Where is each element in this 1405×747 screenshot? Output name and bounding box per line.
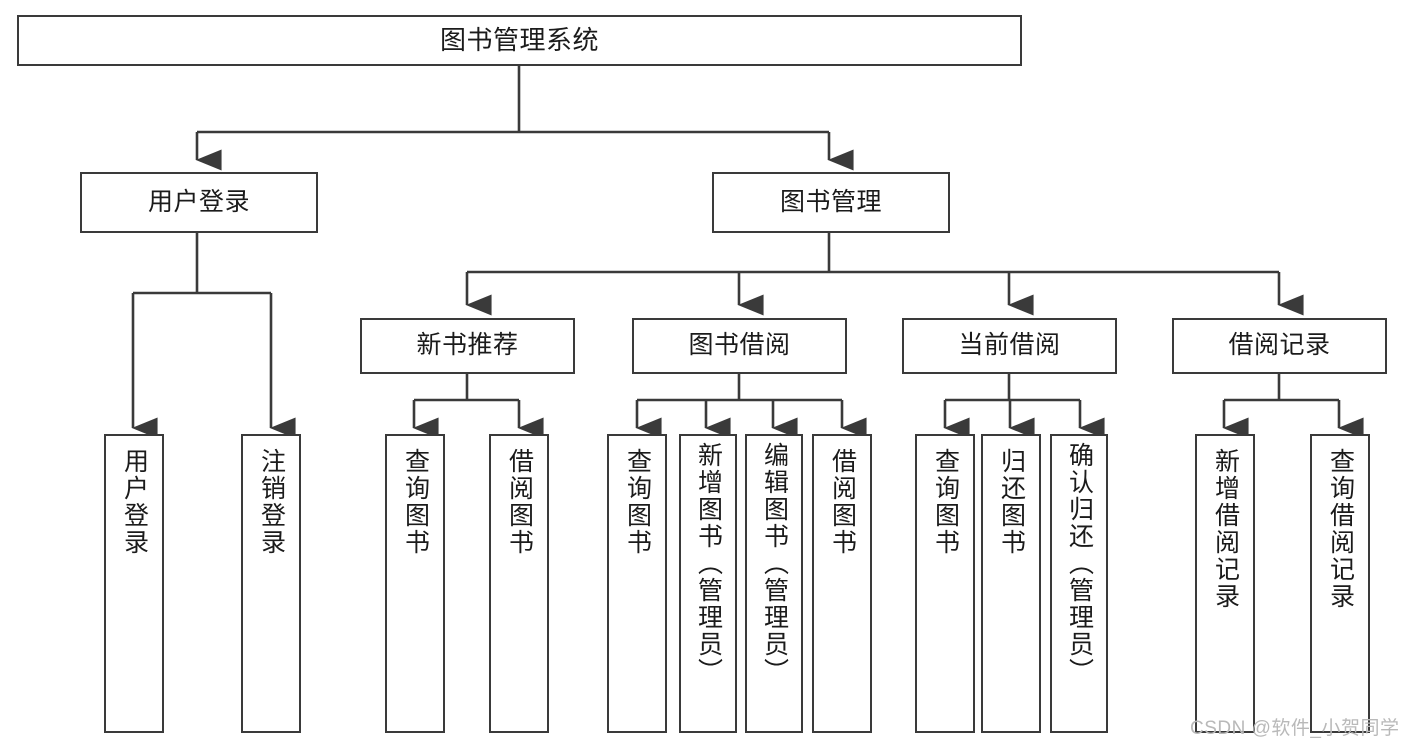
node-leaf-logout-login[interactable]: 注销登录 <box>241 434 301 733</box>
node-root-label: 图书管理系统 <box>439 25 599 56</box>
node-book-borrow-label: 图书借阅 <box>688 331 791 360</box>
node-root[interactable]: 图书管理系统 <box>17 15 1022 66</box>
node-borrow-record-label: 借阅记录 <box>1228 331 1331 360</box>
node-leaf-return-book-label: 归还图书 <box>997 448 1026 556</box>
node-current-borrow-label: 当前借阅 <box>958 331 1061 360</box>
node-leaf-query-book-3[interactable]: 查询图书 <box>915 434 975 733</box>
node-book-manage[interactable]: 图书管理 <box>712 172 950 233</box>
node-leaf-query-book-1-label: 查询图书 <box>401 448 430 556</box>
node-leaf-edit-book[interactable]: 编辑图书（管理员） <box>745 434 803 733</box>
node-leaf-borrow-book-1[interactable]: 借阅图书 <box>489 434 549 733</box>
node-leaf-query-borrow-record[interactable]: 查询借阅记录 <box>1310 434 1370 733</box>
node-leaf-borrow-book-1-label: 借阅图书 <box>505 448 534 556</box>
node-new-book-recommend-label: 新书推荐 <box>416 331 519 360</box>
node-current-borrow[interactable]: 当前借阅 <box>902 318 1117 374</box>
node-borrow-record[interactable]: 借阅记录 <box>1172 318 1387 374</box>
node-leaf-confirm-return[interactable]: 确认归还（管理员） <box>1050 434 1108 733</box>
node-user-login-label: 用户登录 <box>147 187 250 216</box>
node-leaf-add-book-label: 新增图书（管理员） <box>694 442 723 685</box>
node-leaf-query-borrow-record-label: 查询借阅记录 <box>1326 448 1355 610</box>
node-leaf-borrow-book-2[interactable]: 借阅图书 <box>812 434 872 733</box>
node-new-book-recommend[interactable]: 新书推荐 <box>360 318 575 374</box>
node-leaf-query-book-3-label: 查询图书 <box>931 448 960 556</box>
node-leaf-query-book-2[interactable]: 查询图书 <box>607 434 667 733</box>
node-leaf-borrow-book-2-label: 借阅图书 <box>828 448 857 556</box>
node-leaf-return-book[interactable]: 归还图书 <box>981 434 1041 733</box>
node-leaf-user-login-label: 用户登录 <box>120 448 149 556</box>
node-leaf-confirm-return-label: 确认归还（管理员） <box>1065 442 1094 685</box>
node-book-manage-label: 图书管理 <box>779 187 882 216</box>
node-user-login[interactable]: 用户登录 <box>80 172 318 233</box>
node-leaf-query-book-2-label: 查询图书 <box>623 448 652 556</box>
node-leaf-user-login[interactable]: 用户登录 <box>104 434 164 733</box>
node-leaf-add-book[interactable]: 新增图书（管理员） <box>679 434 737 733</box>
node-leaf-add-borrow-record-label: 新增借阅记录 <box>1211 448 1240 610</box>
node-book-borrow[interactable]: 图书借阅 <box>632 318 847 374</box>
node-leaf-logout-login-label: 注销登录 <box>257 448 286 556</box>
node-leaf-add-borrow-record[interactable]: 新增借阅记录 <box>1195 434 1255 733</box>
watermark-text: CSDN @软件_小贺同学 <box>1190 718 1400 739</box>
node-leaf-query-book-1[interactable]: 查询图书 <box>385 434 445 733</box>
node-leaf-edit-book-label: 编辑图书（管理员） <box>760 442 789 685</box>
